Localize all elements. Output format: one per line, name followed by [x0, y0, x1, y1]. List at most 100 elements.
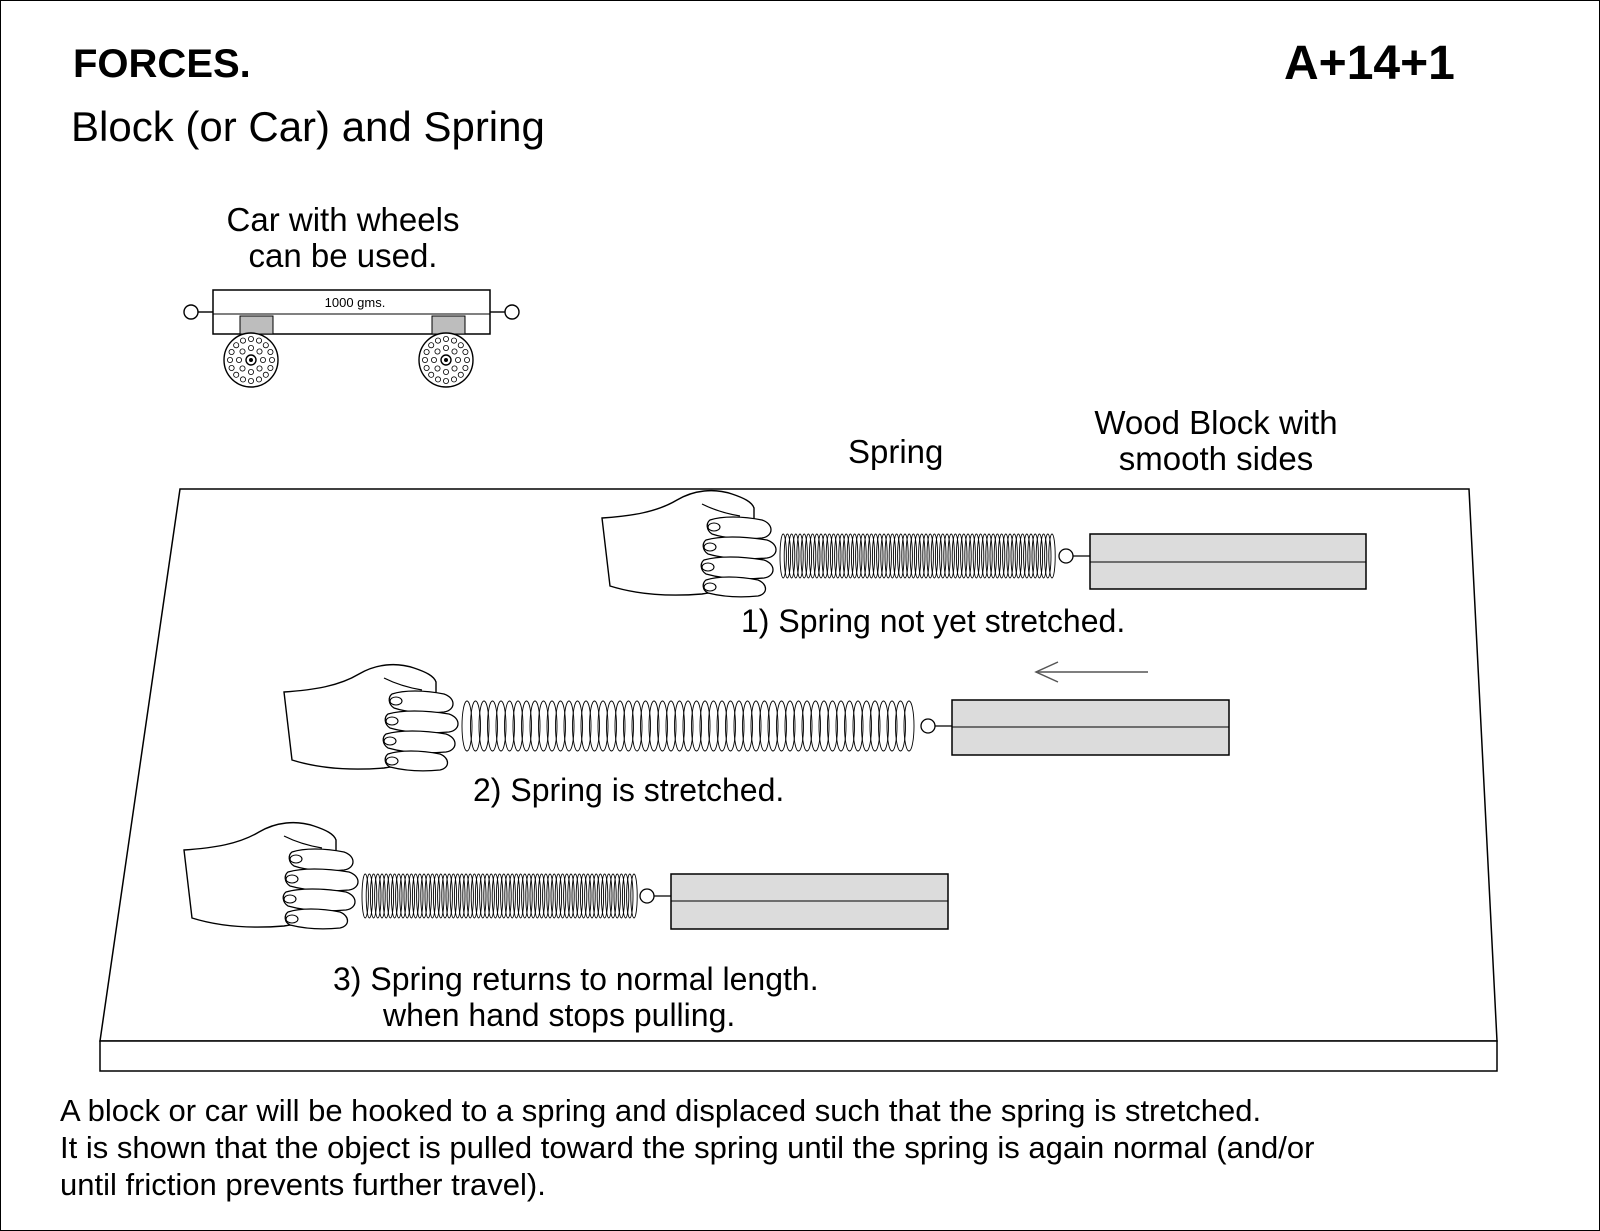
- arrow-left-icon: [1034, 661, 1148, 683]
- spring-coil: [606, 700, 617, 752]
- spring-coil: [407, 873, 416, 919]
- spring-coil: [449, 873, 458, 919]
- spring-coil: [495, 873, 504, 919]
- spring-coil: [1027, 533, 1035, 579]
- spring-coil: [922, 533, 930, 579]
- spring-coil: [623, 700, 634, 752]
- wheel-dot: [450, 376, 457, 383]
- spring-coil: [827, 700, 838, 752]
- wheel-dot: [247, 344, 254, 351]
- spring-coil: [779, 533, 787, 579]
- wheel-dot: [442, 368, 449, 375]
- spring-coil: [369, 873, 378, 919]
- spring-coil: [538, 700, 549, 752]
- spring-coil: [563, 700, 575, 752]
- spring-coil: [867, 533, 876, 579]
- wheel-dot: [462, 364, 469, 371]
- spring-coil: [909, 533, 918, 579]
- spring-coil: [888, 533, 897, 579]
- wheel-dot: [262, 371, 269, 378]
- spring-coil: [411, 873, 420, 919]
- spring-coil: [416, 873, 424, 919]
- spring-coil: [1044, 533, 1052, 579]
- spring-coil: [567, 873, 575, 919]
- wheel-dot: [255, 337, 262, 344]
- wheel-dot: [228, 348, 235, 355]
- spring-coil: [600, 873, 609, 919]
- spring-coil: [903, 700, 915, 752]
- spring-coil: [716, 700, 728, 752]
- description-line3: until friction prevents further travel).: [60, 1167, 546, 1202]
- figure-code: A+14+1: [1284, 37, 1455, 90]
- spring-coil: [901, 533, 909, 579]
- spring-coil: [537, 873, 546, 919]
- spring-coil: [575, 873, 584, 919]
- wheel-dot: [228, 364, 235, 371]
- block-label-line2: smooth sides: [1118, 440, 1314, 477]
- wheel-dot: [259, 356, 266, 363]
- spring-coil: [846, 533, 855, 579]
- spring-coil: [504, 873, 512, 919]
- spring-coil: [386, 873, 395, 919]
- spring-coil: [403, 873, 411, 919]
- wheel-dot: [462, 348, 469, 355]
- spring-coil: [796, 533, 804, 579]
- spring-coil: [516, 873, 525, 919]
- wheel-dot: [239, 376, 246, 383]
- spring-coil: [605, 873, 613, 919]
- spring-coil: [395, 873, 403, 919]
- spring-coil: [886, 700, 898, 752]
- wheel-dot: [256, 365, 263, 372]
- spring-coil: [428, 873, 437, 919]
- wheel-dot: [450, 337, 457, 344]
- spring-coil: [361, 873, 369, 919]
- wheel-dot: [235, 356, 242, 363]
- spring-coil: [767, 700, 779, 752]
- spring-coil: [981, 533, 989, 579]
- spring-coil: [546, 873, 554, 919]
- wheel-dot: [457, 342, 464, 349]
- spring-coil: [512, 873, 521, 919]
- spring-coil: [571, 873, 579, 919]
- spring-coil: [817, 533, 825, 579]
- wheel-dots: [226, 335, 470, 384]
- spring-coil: [708, 700, 719, 752]
- spring-coil: [859, 533, 867, 579]
- spring-coil: [691, 700, 702, 752]
- car-mass-label: 1000 gms.: [324, 295, 386, 310]
- wheel-dot: [454, 356, 461, 363]
- spring-coil: [580, 700, 592, 752]
- spring-coil: [640, 700, 651, 752]
- block-label-line1: Wood Block with: [1094, 404, 1338, 441]
- spring-coil: [939, 533, 947, 579]
- spring-coil: [699, 700, 711, 752]
- spring-coil: [842, 533, 850, 579]
- spring-coil: [1006, 533, 1014, 579]
- spring-coil: [378, 873, 386, 919]
- spring-coil: [631, 700, 643, 752]
- spring-coil: [546, 700, 558, 752]
- wheel-dot: [247, 377, 254, 384]
- spring-coil: [470, 873, 479, 919]
- spring-coil: [487, 700, 498, 752]
- spring-coil: [533, 873, 542, 919]
- spring-coil: [880, 533, 888, 579]
- wheel-dot: [239, 337, 246, 344]
- spring-coil: [466, 873, 474, 919]
- spring-coil: [759, 700, 770, 752]
- spring-coil: [461, 700, 473, 752]
- spring-coil: [626, 873, 634, 919]
- spring-coil: [478, 700, 490, 752]
- row-2-spring-stretched: [283, 663, 1230, 772]
- wheel-dot: [442, 335, 449, 342]
- wheel-dot: [262, 342, 269, 349]
- spring-coil: [458, 873, 466, 919]
- spring-coil: [529, 700, 541, 752]
- spring-coil: [895, 700, 906, 752]
- wheel-dot: [239, 348, 246, 355]
- wheel-dot: [428, 342, 435, 349]
- step-2-caption: 2) Spring is stretched.: [473, 772, 785, 808]
- spring-coil: [487, 873, 495, 919]
- spring-coil: [521, 700, 532, 752]
